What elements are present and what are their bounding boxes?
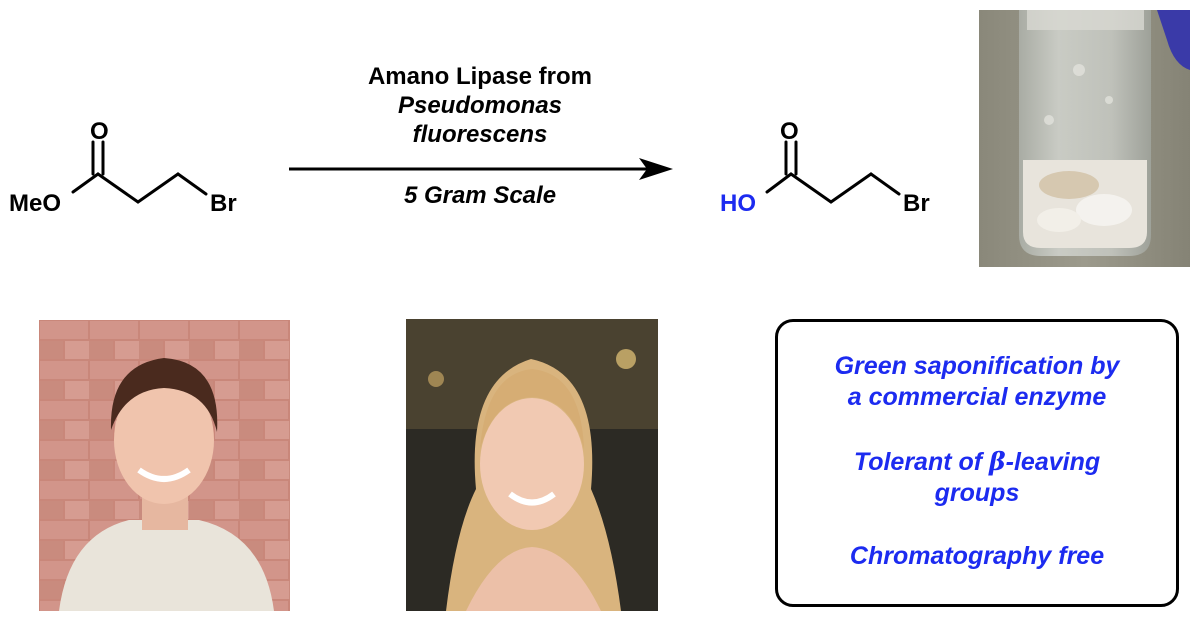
conditions-line-2: Pseudomonas [397,92,563,119]
highlights-box: Green saponification by a commercial enz… [775,319,1179,607]
beta-symbol: β [989,447,1006,476]
highlight-1-line-2: a commercial enzyme [847,383,1107,411]
reactant-ester-label: MeO [9,190,62,217]
product-vial-photo [979,10,1190,267]
highlight-beta-leaving-groups: Tolerant of β-leaving groups [778,446,1176,509]
highlight-2-line-2: groups [934,479,1020,507]
highlight-green-saponification: Green saponification by a commercial enz… [778,351,1176,413]
highlight-1-line-1: Green saponification by [834,352,1120,380]
highlight-2-pre: Tolerant of [853,448,990,476]
reactant-carbonyl-oxygen-label: O [90,118,109,145]
reaction-conditions: Amano Lipase from Pseudomonas fluorescen… [290,62,670,149]
product-structure [765,140,901,204]
highlight-2-post: -leaving [1005,448,1101,476]
highlight-2-line-1: Tolerant of β-leaving [778,446,1176,478]
product-bromine-label: Br [903,190,930,217]
reactant-structure [71,140,208,204]
reaction-arrow [289,158,673,180]
product-carbonyl-oxygen-label: O [780,118,799,145]
author-photo-1 [39,320,290,611]
highlight-chromatography-free: Chromatography free [778,541,1176,572]
reactant-bromine-label: Br [210,190,237,217]
highlight-3-line-1: Chromatography free [849,542,1105,570]
author-photo-2 [406,319,658,611]
reaction-scale: 5 Gram Scale [403,182,557,209]
conditions-line-1: Amano Lipase from [367,63,593,90]
product-acid-label: HO [720,190,756,217]
conditions-line-3: fluorescens [412,121,548,148]
